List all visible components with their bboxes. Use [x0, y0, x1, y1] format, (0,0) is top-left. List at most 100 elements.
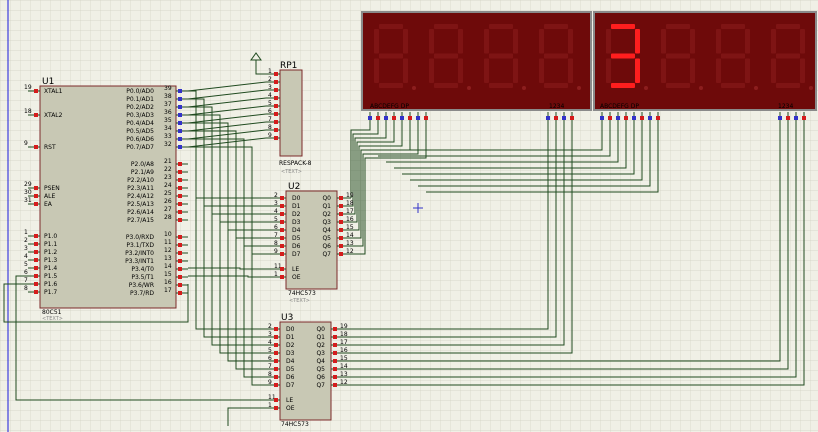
u2-pin-square[interactable]: [280, 267, 284, 271]
u2-pin-square[interactable]: [280, 236, 284, 240]
u1-pin-square[interactable]: [34, 266, 38, 270]
u1-pin-square[interactable]: [178, 291, 182, 295]
u2-pin-square[interactable]: [280, 228, 284, 232]
display-left[interactable]: ABCDEFG DP 1234: [361, 11, 592, 124]
u3-pin-square[interactable]: [274, 383, 278, 387]
u1-pin-square[interactable]: [178, 275, 182, 279]
u1-pin-square[interactable]: [34, 194, 38, 198]
u1-pin-square[interactable]: [178, 243, 182, 247]
u1-pin-square[interactable]: [34, 89, 38, 93]
display-pin-square[interactable]: [616, 116, 620, 120]
u3-pin-square[interactable]: [274, 398, 278, 402]
rp1-pin-square[interactable]: [274, 136, 278, 140]
rp1-pin-square[interactable]: [274, 80, 278, 84]
u1-pin-square[interactable]: [34, 113, 38, 117]
u1-pin-square[interactable]: [178, 162, 182, 166]
rp1-pin-square[interactable]: [274, 128, 278, 132]
u3-pin-square[interactable]: [333, 343, 337, 347]
u1-pin-square[interactable]: [178, 129, 182, 133]
display-pin-square[interactable]: [562, 116, 566, 120]
u2-pin-square[interactable]: [339, 244, 343, 248]
display-pin-square[interactable]: [376, 116, 380, 120]
u2-pin-square[interactable]: [280, 196, 284, 200]
display-pin-square[interactable]: [424, 116, 428, 120]
display-pin-square[interactable]: [408, 116, 412, 120]
u1-pin-square[interactable]: [178, 210, 182, 214]
u1-pin-square[interactable]: [178, 178, 182, 182]
u3-pin-square[interactable]: [274, 335, 278, 339]
display-pin-square[interactable]: [416, 116, 420, 120]
u2-pin-square[interactable]: [280, 204, 284, 208]
u3-pin-square[interactable]: [333, 359, 337, 363]
display-pin-square[interactable]: [632, 116, 636, 120]
display-pin-square[interactable]: [368, 116, 372, 120]
rp1-pin-square[interactable]: [274, 112, 278, 116]
rp1-pin-square[interactable]: [274, 104, 278, 108]
u2-pin-square[interactable]: [339, 220, 343, 224]
u1-pin-square[interactable]: [178, 194, 182, 198]
u1-pin-square[interactable]: [178, 97, 182, 101]
u3-pin-square[interactable]: [333, 383, 337, 387]
u2-pin-square[interactable]: [280, 220, 284, 224]
u1-pin-square[interactable]: [178, 113, 182, 117]
u1-pin-square[interactable]: [34, 186, 38, 190]
display-pin-square[interactable]: [648, 116, 652, 120]
display-pin-square[interactable]: [624, 116, 628, 120]
u1-pin-square[interactable]: [34, 290, 38, 294]
display-pin-square[interactable]: [608, 116, 612, 120]
display-pin-square[interactable]: [384, 116, 388, 120]
u3-pin-square[interactable]: [333, 327, 337, 331]
u2-pin-square[interactable]: [339, 228, 343, 232]
u1-pin-square[interactable]: [178, 105, 182, 109]
u1-pin-square[interactable]: [178, 251, 182, 255]
display-pin-square[interactable]: [400, 116, 404, 120]
rp1-pin-square[interactable]: [274, 120, 278, 124]
display-pin-square[interactable]: [778, 116, 782, 120]
rp1-pin-square[interactable]: [274, 88, 278, 92]
u1-pin-square[interactable]: [34, 282, 38, 286]
u1-pin-square[interactable]: [34, 234, 38, 238]
rp1-pin-square[interactable]: [274, 96, 278, 100]
display-right[interactable]: ABCDEFG DP 1234: [593, 11, 817, 124]
u1-pin-square[interactable]: [178, 235, 182, 239]
u2-pin-square[interactable]: [339, 252, 343, 256]
u1-pin-square[interactable]: [178, 283, 182, 287]
u3-pin-square[interactable]: [274, 351, 278, 355]
u2-pin-square[interactable]: [280, 275, 284, 279]
u3-pin-square[interactable]: [333, 351, 337, 355]
display-pin-square[interactable]: [794, 116, 798, 120]
u1-pin-square[interactable]: [178, 259, 182, 263]
u3-pin-square[interactable]: [333, 375, 337, 379]
u1-pin-square[interactable]: [178, 267, 182, 271]
u2-pin-square[interactable]: [339, 236, 343, 240]
rp1-pin-square[interactable]: [274, 72, 278, 76]
u1-pin-square[interactable]: [34, 258, 38, 262]
u3-pin-square[interactable]: [274, 406, 278, 410]
u2-pin-square[interactable]: [339, 204, 343, 208]
u3-pin-square[interactable]: [274, 359, 278, 363]
u1-pin-square[interactable]: [178, 137, 182, 141]
u2-pin-square[interactable]: [280, 244, 284, 248]
u1-pin-square[interactable]: [34, 145, 38, 149]
display-pin-square[interactable]: [640, 116, 644, 120]
display-pin-square[interactable]: [570, 116, 574, 120]
u3-pin-square[interactable]: [333, 335, 337, 339]
u3-pin-square[interactable]: [274, 343, 278, 347]
u1-pin-square[interactable]: [178, 202, 182, 206]
display-pin-square[interactable]: [546, 116, 550, 120]
u1-pin-square[interactable]: [178, 170, 182, 174]
u2-pin-square[interactable]: [339, 212, 343, 216]
display-pin-square[interactable]: [600, 116, 604, 120]
u3-pin-square[interactable]: [274, 327, 278, 331]
display-pin-square[interactable]: [392, 116, 396, 120]
u1-pin-square[interactable]: [178, 89, 182, 93]
u2-pin-square[interactable]: [280, 252, 284, 256]
u2-pin-square[interactable]: [339, 196, 343, 200]
u1-chip[interactable]: U1 80C51 <TEXT> 19XTAL118XTAL29RST29PSEN…: [24, 77, 188, 322]
u3-pin-square[interactable]: [274, 367, 278, 371]
u1-pin-square[interactable]: [34, 242, 38, 246]
